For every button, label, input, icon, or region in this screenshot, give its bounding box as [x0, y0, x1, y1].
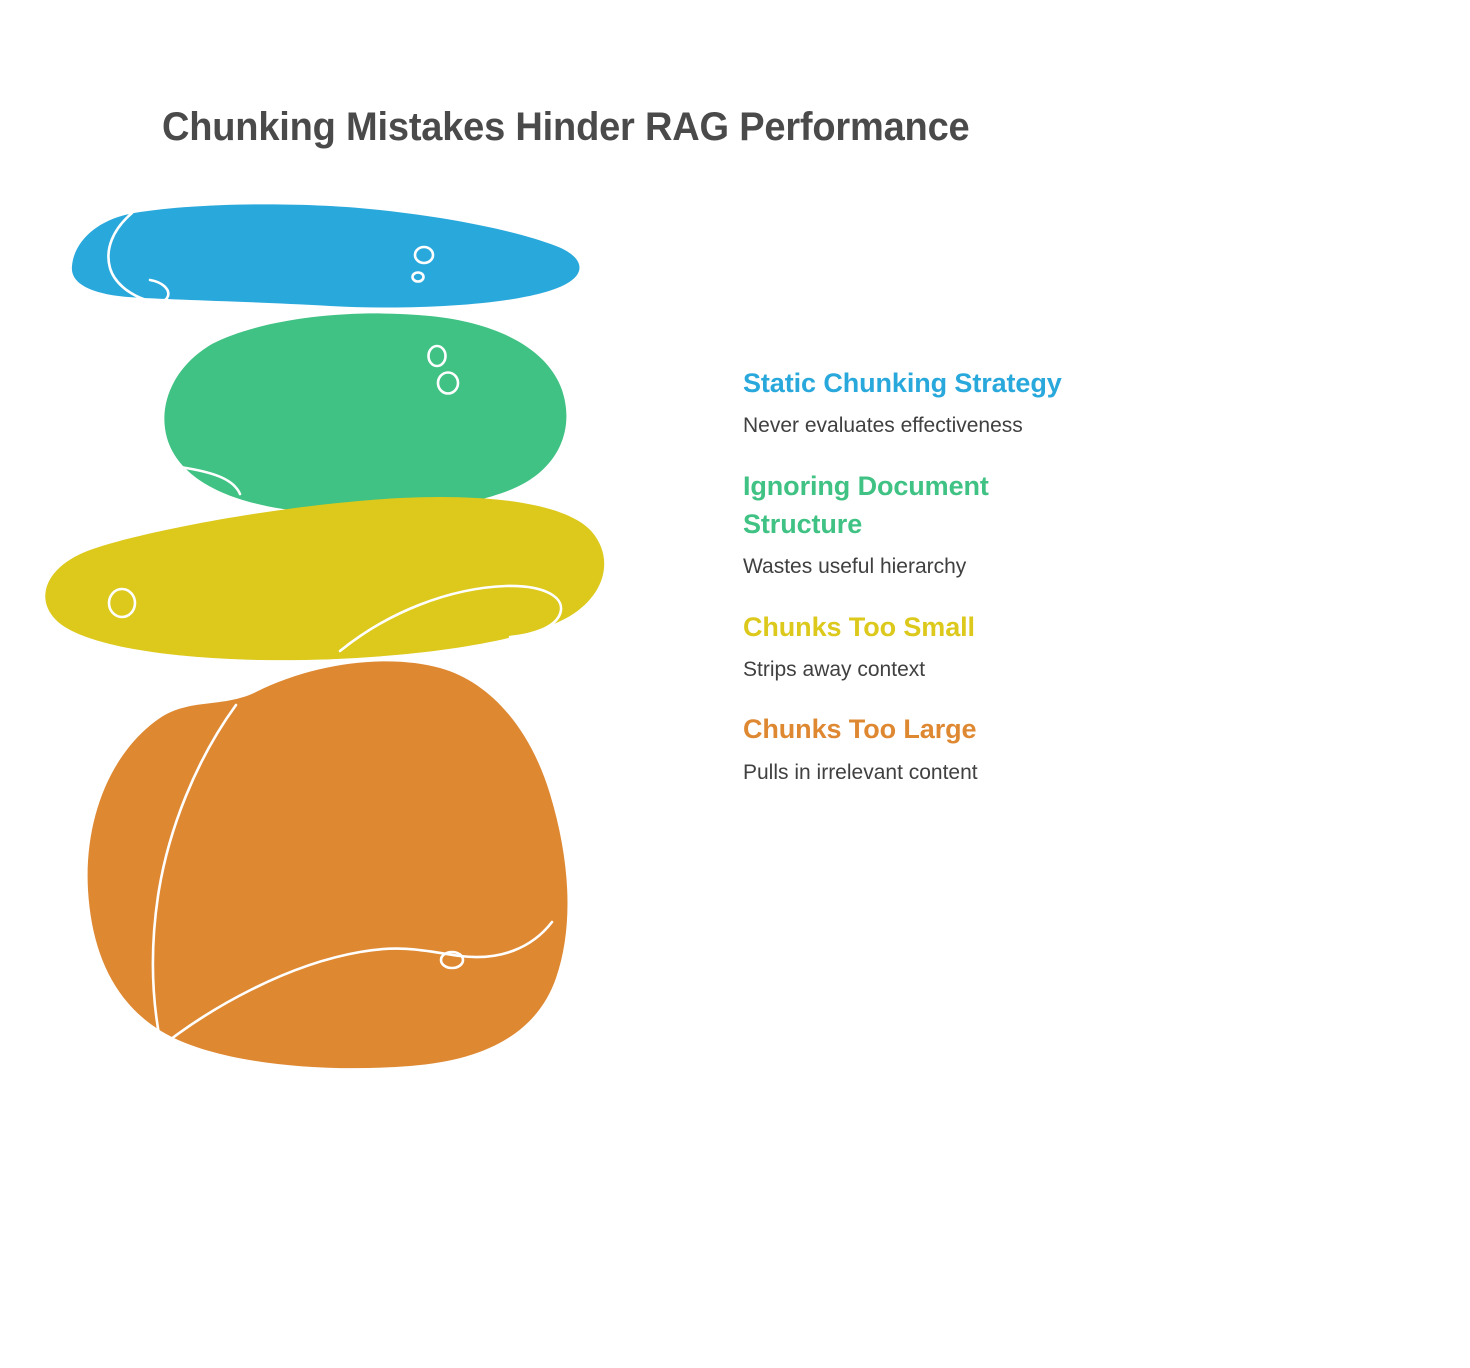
legend-item-chunks-too-large: Chunks Too Large Pulls in irrelevant con… — [743, 710, 1163, 787]
legend-item-static-chunking-strategy: Static Chunking Strategy Never evaluates… — [743, 364, 1163, 441]
legend-item-chunks-too-small: Chunks Too Small Strips away context — [743, 608, 1163, 685]
legend-list: Static Chunking Strategy Never evaluates… — [743, 364, 1163, 787]
stone-yellow-crack — [338, 584, 563, 653]
stone-blue-body — [71, 204, 580, 308]
legend-description: Pulls in irrelevant content — [743, 760, 978, 784]
stone-orange — [87, 661, 568, 1069]
stone-orange-crack-vertical — [151, 703, 238, 1042]
stacked-stones-illustration — [45, 204, 605, 1069]
stone-blue-crack — [107, 211, 170, 304]
stone-orange-crack-sweep — [150, 920, 554, 1056]
stone-green-hole-top — [427, 344, 447, 368]
stone-green — [84, 313, 567, 514]
stone-yellow — [45, 496, 605, 661]
legend-heading: Ignoring Document Structure — [743, 470, 989, 539]
stone-green-hole-bottom — [436, 371, 460, 395]
legend-heading: Static Chunking Strategy — [743, 368, 1062, 398]
stone-blue-hole-large — [413, 245, 435, 265]
stone-yellow-body — [45, 496, 605, 661]
legend-heading: Chunks Too Large — [743, 714, 977, 745]
stone-green-crack — [84, 434, 242, 496]
stone-yellow-hole — [107, 587, 137, 619]
stone-blue — [71, 204, 580, 308]
stone-orange-body — [87, 661, 568, 1069]
stone-blue-hole-small — [411, 271, 425, 283]
page-title: Chunking Mistakes Hinder RAG Performance — [162, 104, 970, 149]
legend-item-ignoring-document-structure: Ignoring Document Structure Wastes usefu… — [743, 467, 1163, 582]
legend-description: Never evaluates effectiveness — [743, 414, 1023, 438]
stone-green-body — [164, 313, 567, 514]
stone-orange-hole — [439, 950, 465, 970]
legend-description: Wastes useful hierarchy — [743, 555, 967, 579]
legend-heading: Chunks Too Small — [743, 611, 975, 642]
legend-description: Strips away context — [743, 658, 926, 681]
